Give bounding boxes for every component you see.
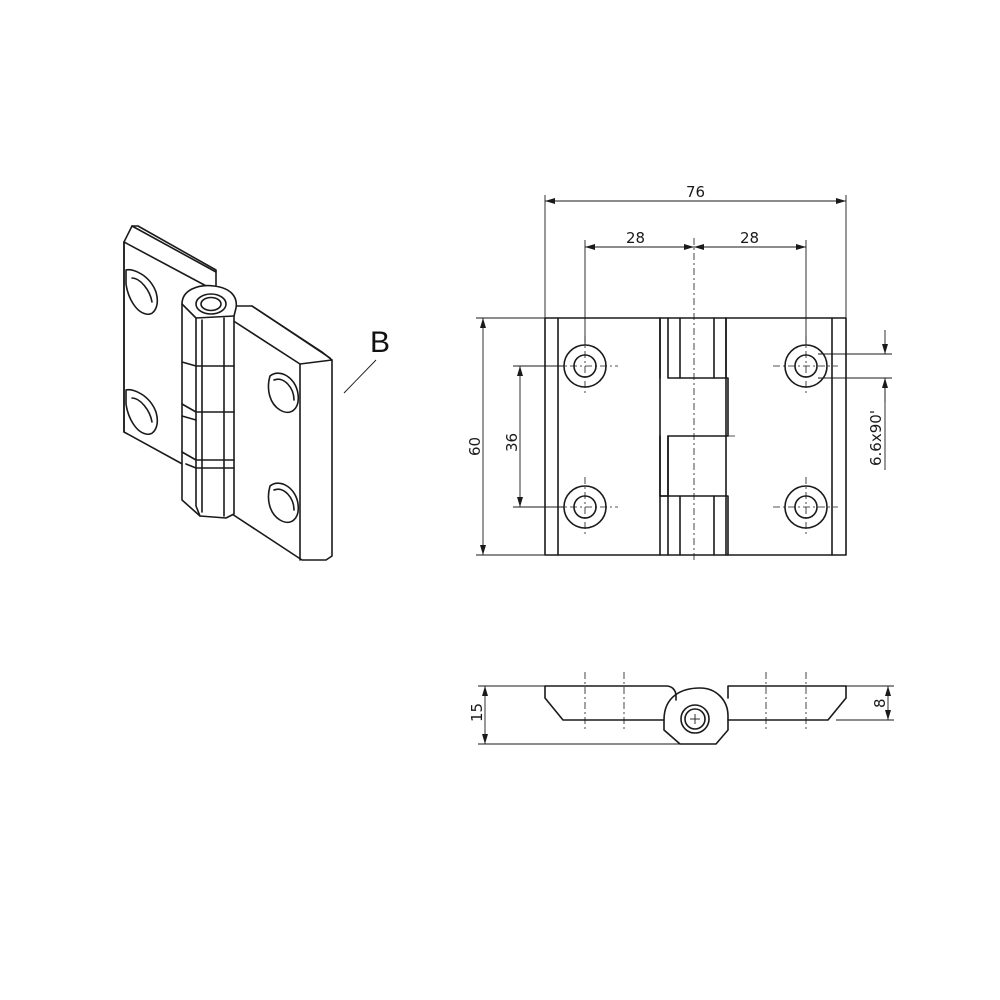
dim-text-60: 60 (466, 437, 484, 456)
dim-text-28-left: 28 (626, 229, 645, 247)
dim-countersink: 6.6x90' (818, 330, 892, 470)
dim-text-8: 8 (871, 698, 889, 708)
view-label-text: B (370, 326, 390, 359)
dim-text-countersink: 6.6x90' (867, 410, 885, 466)
hole-bottom-left (555, 477, 618, 537)
dim-plate-thickness: 8 (836, 685, 894, 721)
dim-hole-vertical: 36 (503, 365, 564, 508)
hole-bottom-right (773, 477, 838, 537)
dim-hole-spacing: 28 28 (584, 229, 807, 345)
front-view: 76 28 28 60 36 (466, 183, 892, 560)
dim-text-15: 15 (468, 703, 486, 722)
front-leaf (231, 305, 333, 561)
side-view: 15 8 (468, 672, 894, 745)
dim-text-28-right: 28 (740, 229, 759, 247)
view-label-b: B (343, 326, 390, 394)
dim-overall-width: 76 (544, 183, 847, 318)
dim-overall-height: 60 (466, 317, 545, 556)
hinge-knuckle (181, 284, 238, 519)
dim-text-76: 76 (686, 183, 705, 201)
isometric-view: B (123, 225, 390, 561)
hole-top-left (555, 336, 618, 396)
hole-top-right (773, 336, 838, 396)
dim-text-36: 36 (503, 433, 521, 452)
dim-thickness-total: 15 (468, 685, 680, 745)
